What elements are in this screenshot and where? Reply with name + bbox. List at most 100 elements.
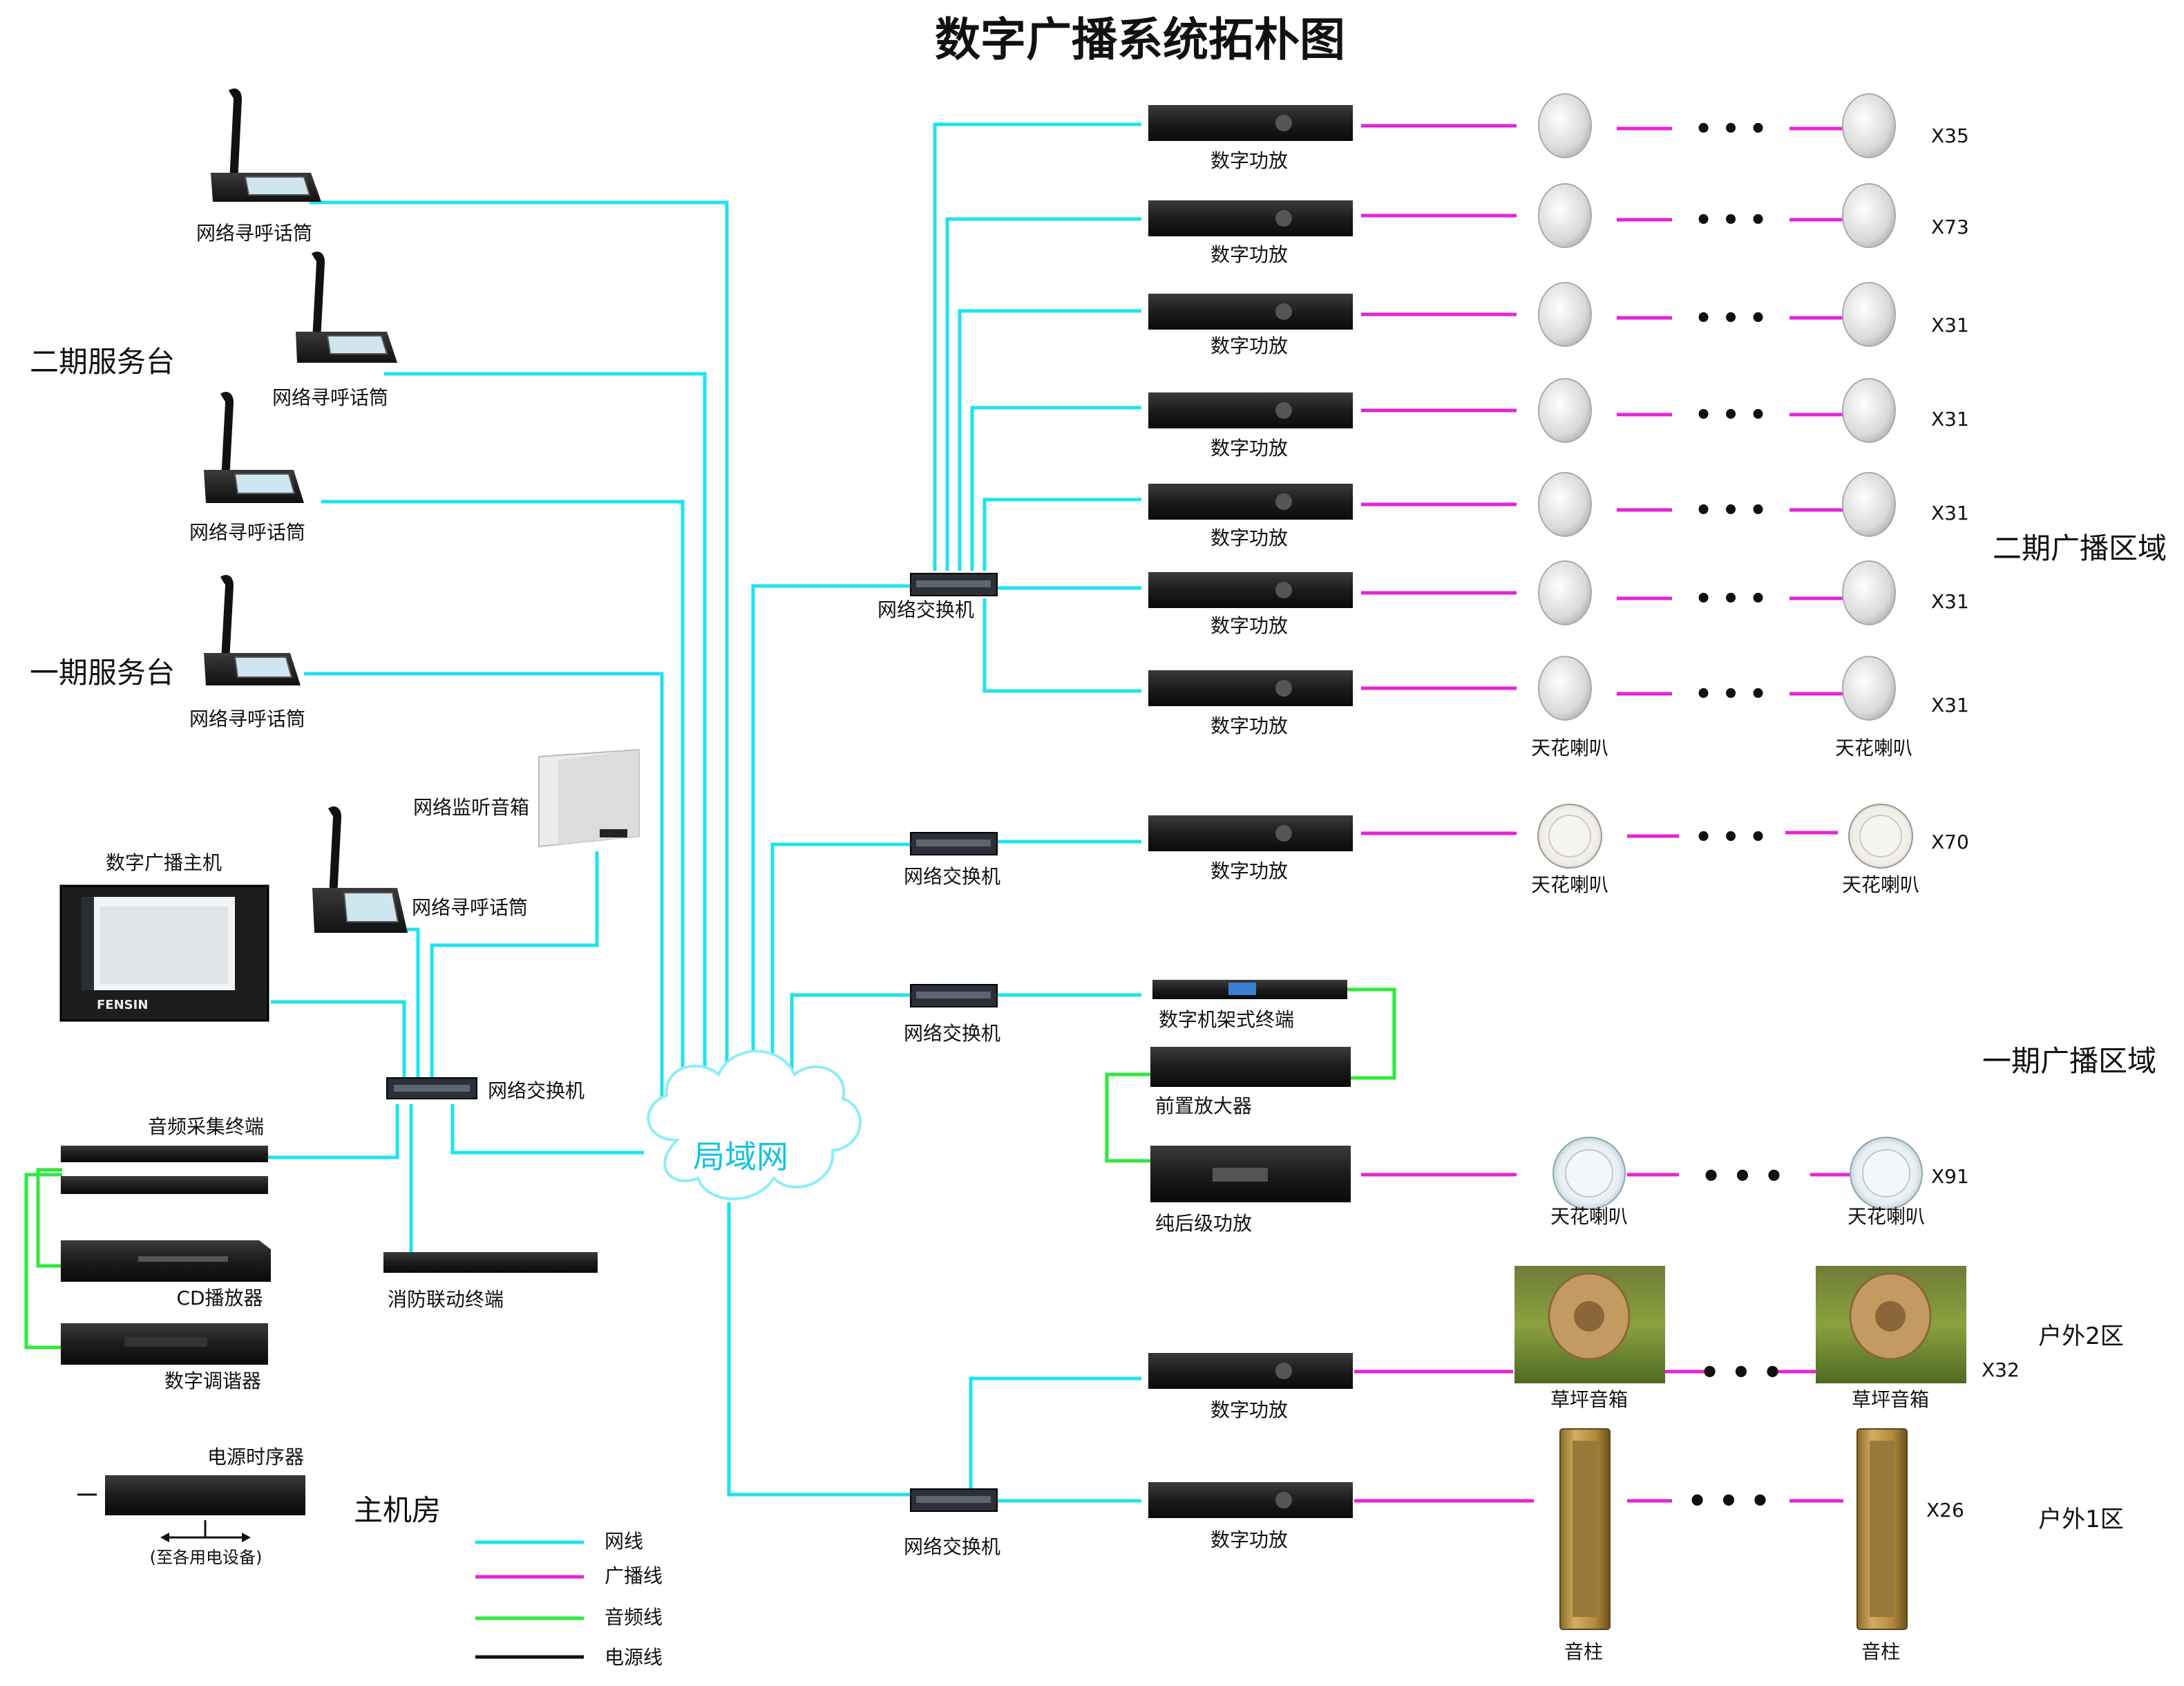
- amp-9-label: 数字功放: [1210, 1399, 1288, 1421]
- count-row-5: X31: [1931, 502, 1969, 524]
- switch-4: 网络交换机: [904, 1488, 1000, 1558]
- zone-outdoor2: 户外2区: [2038, 1323, 2124, 1350]
- monitor-speaker-label: 网络监听音箱: [413, 796, 529, 819]
- tuner-label: 数字调谐器: [164, 1370, 261, 1392]
- lan-label: 局域网: [693, 1138, 788, 1175]
- diagram-title: 数字广播系统拓朴图: [935, 13, 1345, 66]
- switch-1: 网络交换机: [877, 573, 998, 621]
- zone-outdoor1: 户外1区: [2038, 1506, 2124, 1533]
- fire-linkage-label: 消防联动终端: [388, 1288, 504, 1311]
- amp-8: 数字功放: [1148, 815, 1353, 882]
- ellipsis-row-8: • • •: [1695, 822, 1767, 853]
- paging-mic-3-label: 网络寻呼话筒: [189, 521, 305, 544]
- broadcast-lines: [1354, 124, 1859, 1503]
- zone-phase1-area: 一期广播区域: [1982, 1044, 2156, 1078]
- legend-network: 网线: [605, 1530, 643, 1553]
- speaker-row-6: • • • X31: [1538, 560, 1969, 625]
- amp-2: 数字功放: [1148, 200, 1353, 266]
- speaker-row-7: • • • X31 天花喇叭 天花喇叭: [1531, 656, 1969, 759]
- amp-2-label: 数字功放: [1210, 243, 1288, 266]
- power-sequencer-note: (至各用电设备): [150, 1548, 263, 1567]
- ellipsis-row-2: • • •: [1695, 205, 1767, 236]
- amp-7-label: 数字功放: [1210, 714, 1288, 737]
- ellipsis-row-5: • • •: [1695, 495, 1767, 527]
- speaker-row-9-left-label: 天花喇叭: [1550, 1205, 1628, 1228]
- amp-10-label: 数字功放: [1210, 1528, 1288, 1551]
- amp-5-label: 数字功放: [1210, 527, 1288, 549]
- legend-broadcast: 广播线: [605, 1564, 663, 1587]
- ellipsis-row-7: • • •: [1695, 679, 1767, 710]
- speaker-row-11-left-label: 音柱: [1564, 1640, 1603, 1663]
- speaker-row-5: • • • X31: [1538, 472, 1969, 537]
- paging-mic-3: 网络寻呼话筒: [189, 392, 305, 544]
- speaker-row-7-left-label: 天花喇叭: [1531, 737, 1608, 759]
- legend-power: 电源线: [605, 1646, 663, 1669]
- amp-9: 数字功放: [1148, 1353, 1353, 1421]
- host-unit: FENSIN 数字广播主机: [59, 851, 269, 1022]
- speaker-row-2: • • • X73: [1538, 183, 1969, 248]
- count-row-3: X31: [1931, 314, 1969, 337]
- amp-4-label: 数字功放: [1210, 437, 1288, 460]
- paging-mic-5: 网络寻呼话筒: [312, 806, 528, 933]
- paging-mic-2-label: 网络寻呼话筒: [272, 386, 388, 409]
- network-lines: [268, 122, 1141, 1503]
- lan-cloud: 局域网: [647, 1050, 862, 1200]
- fire-linkage-terminal: 消防联动终端: [383, 1252, 598, 1311]
- speaker-row-9: • • • X91 天花喇叭 天花喇叭: [1550, 1137, 1969, 1228]
- speaker-row-4: • • • X31: [1538, 378, 1969, 443]
- count-row-10: X32: [1982, 1358, 2020, 1381]
- paging-mic-4-label: 网络寻呼话筒: [189, 708, 305, 730]
- zone-phase1-desk: 一期服务台: [30, 656, 175, 690]
- ellipsis-row-6: • • •: [1695, 583, 1767, 615]
- switch-3-label: 网络交换机: [904, 1022, 1000, 1045]
- count-row-9: X91: [1931, 1165, 1969, 1188]
- paging-mic-4: 网络寻呼话筒: [189, 575, 305, 730]
- paging-mic-1: 网络寻呼话筒: [196, 88, 321, 245]
- amp-10: 数字功放: [1148, 1482, 1353, 1551]
- amp-6: 数字功放: [1148, 572, 1353, 637]
- speaker-row-10-right-label: 草坪音箱: [1852, 1388, 1929, 1411]
- switch-2-label: 网络交换机: [904, 865, 1000, 888]
- speaker-row-10-left-label: 草坪音箱: [1550, 1388, 1628, 1411]
- count-row-11: X26: [1926, 1499, 1964, 1522]
- speaker-row-7-right-label: 天花喇叭: [1835, 737, 1912, 759]
- ellipsis-row-9: • • •: [1701, 1157, 1784, 1195]
- paging-mic-5-label: 网络寻呼话筒: [412, 896, 528, 919]
- count-row-7: X31: [1931, 694, 1969, 717]
- power-sequencer-label: 电源时序器: [207, 1446, 304, 1468]
- power-sequencer: 电源时序器 (至各用电设备): [77, 1446, 305, 1567]
- preamp: 前置放大器: [1150, 1047, 1351, 1117]
- monitor-speaker: 网络监听音箱: [413, 748, 640, 848]
- preamp-label: 前置放大器: [1155, 1095, 1252, 1117]
- ellipsis-row-4: • • •: [1695, 399, 1767, 431]
- amp-3-label: 数字功放: [1210, 334, 1288, 357]
- zone-phase2-desk: 二期服务台: [30, 345, 175, 379]
- paging-mic-1-label: 网络寻呼话筒: [196, 222, 312, 245]
- count-row-2: X73: [1931, 216, 1969, 238]
- cd-player: CD播放器: [61, 1240, 271, 1309]
- amp-1: 数字功放: [1148, 105, 1353, 172]
- legend: 网线 广播线 音频线 电源线: [475, 1530, 663, 1669]
- audio-capture-unit: 音频采集终端: [61, 1115, 268, 1194]
- switch-3: 网络交换机: [904, 984, 1000, 1045]
- ellipsis-row-10: • • •: [1700, 1354, 1783, 1391]
- speaker-row-10: • • • X32 草坪音箱 草坪音箱: [1514, 1266, 2020, 1411]
- speaker-row-8-left-label: 天花喇叭: [1531, 873, 1608, 896]
- control-switch-label: 网络交换机: [488, 1079, 585, 1102]
- audio-lines: [24, 987, 1396, 1349]
- count-row-8: X70: [1931, 831, 1969, 853]
- ellipsis-row-11: • • •: [1687, 1482, 1770, 1519]
- zone-control-room: 主机房: [354, 1493, 441, 1527]
- tuner: 数字调谐器: [61, 1323, 268, 1392]
- amp-6-label: 数字功放: [1210, 614, 1288, 637]
- amp-1-label: 数字功放: [1210, 149, 1288, 172]
- speaker-row-11-right-label: 音柱: [1861, 1640, 1900, 1663]
- speaker-row-1: • • • X35: [1538, 93, 1969, 158]
- count-row-6: X31: [1931, 590, 1969, 613]
- switch-4-label: 网络交换机: [904, 1535, 1000, 1558]
- amp-8-label: 数字功放: [1210, 860, 1288, 882]
- count-row-4: X31: [1931, 408, 1969, 430]
- count-row-1: X35: [1931, 124, 1969, 147]
- rack-terminal: 数字机架式终端: [1152, 980, 1347, 1031]
